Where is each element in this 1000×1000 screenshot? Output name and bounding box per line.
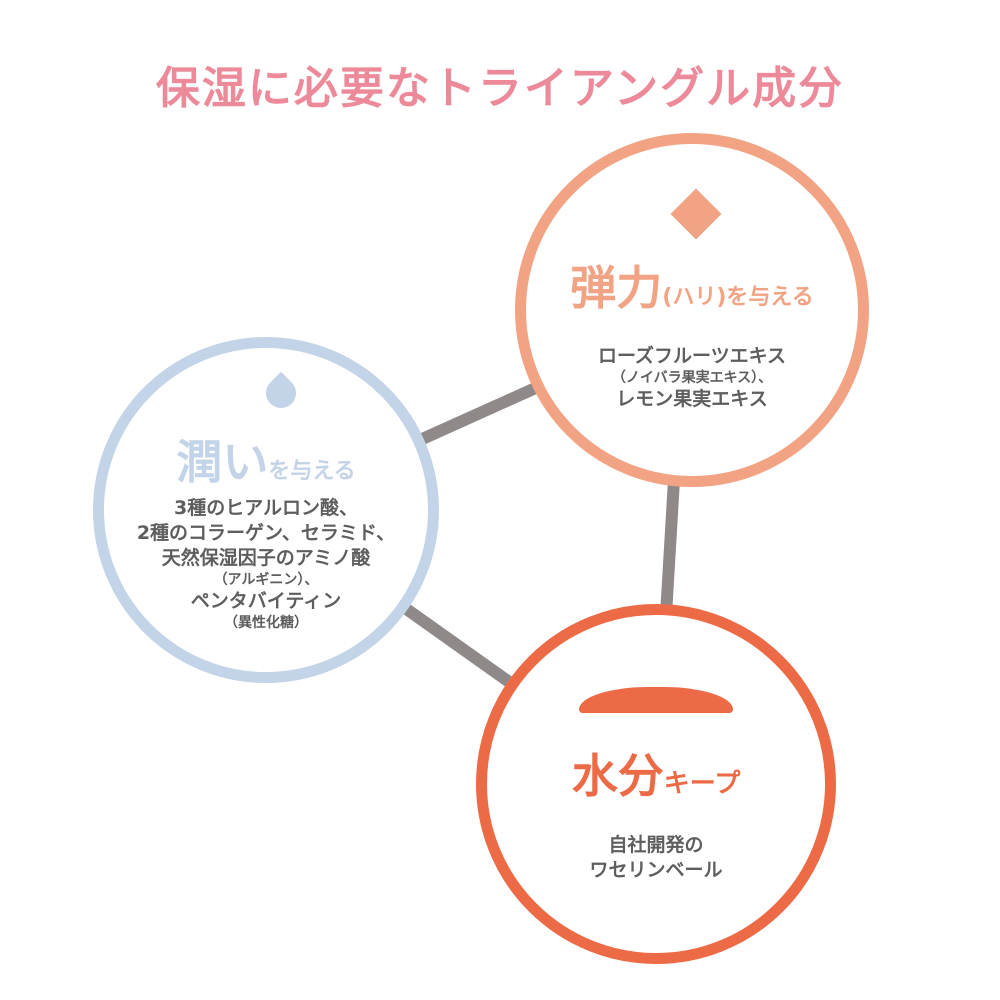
water-heading-main: 水分 [571,749,664,803]
ingredient-note: （ノイバラ果実エキス）、 [611,370,773,386]
water-heading-sub: キープ [663,769,741,799]
elasticity-circle: 弾力(ハリ)を与える ローズフルーツエキス （ノイバラ果実エキス）、 レモン果実… [515,133,869,487]
ingredient-line: 自社開発の [608,834,704,856]
elasticity-heading: 弾力(ハリ)を与える [526,252,858,318]
connector-elasticity-water [660,479,680,616]
elasticity-heading-sub: (ハリ)を与える [662,285,814,310]
ingredient-line: ペンタバイティン [190,590,342,612]
ingredient-line: 3種のヒアルロン酸、 [173,497,359,519]
ingredient-line: ローズフルーツエキス [597,345,787,367]
water-drop-icon [259,371,303,415]
moisture-heading: 潤いを与える [104,426,428,492]
ingredient-line: 天然保湿因子のアミノ酸 [161,547,371,569]
connector-moisture-elasticity [417,380,543,446]
ingredient-note: （異性化糖） [224,615,308,631]
water-circle: 水分キープ 自社開発の ワセリンベール [476,604,836,964]
water-ingredients: 自社開発の ワセリンベール [487,833,825,883]
page-title: 保湿に必要なトライアングル成分 [155,63,845,114]
ingredient-note: （アルギニン）、 [213,572,319,588]
ingredient-line: ワセリンベール [589,859,723,881]
elasticity-ingredients: ローズフルーツエキス （ノイバラ果実エキス）、 レモン果実エキス [526,344,858,412]
moisture-heading-sub: を与える [268,459,356,484]
moisture-heading-main: 潤い [176,435,269,489]
ingredient-line: レモン果実エキス [616,388,768,410]
moisture-ingredients: 3種のヒアルロン酸、 2種のコラーゲン、セラミド、 天然保湿因子のアミノ酸 （ア… [104,496,428,632]
water-heading: 水分キープ [487,740,825,806]
diamond-icon [670,188,722,240]
elasticity-heading-main: 弾力 [570,261,663,315]
dome-icon [579,687,733,713]
connector-moisture-water [401,603,516,689]
moisture-circle: 潤いを与える 3種のヒアルロン酸、 2種のコラーゲン、セラミド、 天然保湿因子の… [93,337,439,683]
ingredient-line: 2種のコラーゲン、セラミド、 [136,522,396,544]
